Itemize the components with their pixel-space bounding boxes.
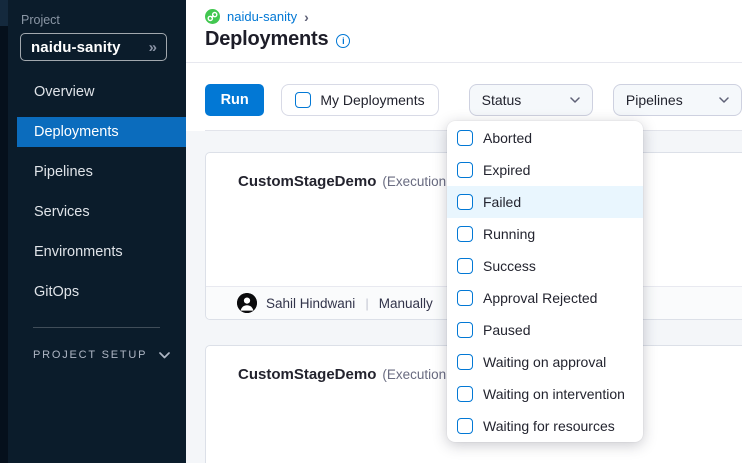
info-icon[interactable]: i xyxy=(336,34,351,48)
run-button[interactable]: Run xyxy=(205,84,265,116)
menu-item-label: Failed xyxy=(483,194,522,210)
chevron-down-icon xyxy=(719,97,729,103)
checkbox-icon[interactable] xyxy=(457,290,473,306)
sidebar-item-overview[interactable]: Overview xyxy=(0,77,186,107)
menu-item-failed[interactable]: Failed xyxy=(447,186,643,218)
checkbox-icon[interactable] xyxy=(457,322,473,338)
sidebar-item-deployments[interactable]: Deployments xyxy=(17,117,186,147)
menu-item-label: Expired xyxy=(483,162,531,178)
footer-divider: | xyxy=(365,295,369,311)
sidebar-item-label: Overview xyxy=(34,84,95,100)
checkbox-icon[interactable] xyxy=(457,130,473,146)
double-chevron-right-icon[interactable]: » xyxy=(148,38,157,56)
checkbox-icon[interactable] xyxy=(295,92,312,108)
page-header: naidu-sanity › Deployments i xyxy=(186,0,742,63)
my-deployments-label: My Deployments xyxy=(320,92,425,108)
project-name: naidu-sanity xyxy=(31,38,121,56)
module-nav-strip xyxy=(0,0,8,463)
sidebar-item-label: GitOps xyxy=(34,284,80,300)
checkbox-icon[interactable] xyxy=(457,386,473,402)
menu-item-label: Waiting on approval xyxy=(483,354,607,370)
menu-item-paused[interactable]: Paused xyxy=(447,314,643,346)
menu-item-success[interactable]: Success xyxy=(447,250,643,282)
menu-item-waiting-on-intervention[interactable]: Waiting on intervention xyxy=(447,378,643,410)
sidebar-nav: Overview Deployments Pipelines Services … xyxy=(0,77,186,317)
sidebar-item-label: Pipelines xyxy=(34,164,93,180)
menu-item-running[interactable]: Running xyxy=(447,218,643,250)
pipeline-name[interactable]: CustomStageDemo xyxy=(238,173,377,190)
menu-item-label: Approval Rejected xyxy=(483,290,598,306)
menu-item-expired[interactable]: Expired xyxy=(447,154,643,186)
checkbox-icon[interactable] xyxy=(457,354,473,370)
sidebar-item-pipelines[interactable]: Pipelines xyxy=(0,157,186,187)
sidebar-divider xyxy=(33,327,160,328)
menu-item-label: Aborted xyxy=(483,130,533,146)
menu-item-waiting-on-approval[interactable]: Waiting on approval xyxy=(447,346,643,378)
checkbox-icon[interactable] xyxy=(457,258,473,274)
menu-item-label: Running xyxy=(483,226,536,242)
project-sidebar: Project naidu-sanity » Overview Deployme… xyxy=(0,0,186,463)
menu-item-waiting-for-resources[interactable]: Waiting for resources xyxy=(447,410,643,442)
sidebar-item-label: Deployments xyxy=(34,124,119,140)
trigger-type: Manually xyxy=(378,295,433,311)
status-filter-label: Status xyxy=(481,92,522,108)
sidebar-item-gitops[interactable]: GitOps xyxy=(0,277,186,307)
checkbox-icon[interactable] xyxy=(457,194,473,210)
checkbox-icon[interactable] xyxy=(457,226,473,242)
chevron-down-icon xyxy=(159,351,171,358)
breadcrumb-project-link[interactable]: naidu-sanity xyxy=(227,9,298,24)
pipelines-filter-dropdown[interactable]: Pipelines xyxy=(612,84,742,116)
title-row: Deployments i xyxy=(205,28,351,51)
sidebar-item-label: Environments xyxy=(34,244,123,260)
project-label: Project xyxy=(21,13,60,27)
menu-item-aborted[interactable]: Aborted xyxy=(447,122,643,154)
page-title: Deployments xyxy=(205,28,329,50)
checkbox-icon[interactable] xyxy=(457,162,473,178)
menu-item-label: Waiting for resources xyxy=(483,418,615,434)
active-module-indicator xyxy=(0,0,8,26)
chevron-right-icon: › xyxy=(304,8,309,25)
sidebar-item-environments[interactable]: Environments xyxy=(0,237,186,267)
project-selector[interactable]: naidu-sanity » xyxy=(20,33,167,61)
execution-card-title-row: CustomStageDemo (Execution Id xyxy=(206,153,742,190)
toolbar: Run My Deployments Status Pipelines xyxy=(186,63,742,131)
execution-id-note: (Execution Id xyxy=(382,174,462,189)
menu-item-label: Success xyxy=(483,258,536,274)
menu-item-label: Waiting on intervention xyxy=(483,386,625,402)
user-avatar-icon xyxy=(237,293,257,313)
execution-card-title-row: CustomStageDemo (Execution Id xyxy=(206,346,742,383)
execution-id-note: (Execution Id xyxy=(382,367,462,382)
menu-item-label: Paused xyxy=(483,322,531,338)
project-setup-label: PROJECT SETUP xyxy=(33,349,148,361)
triggered-by-user: Sahil Hindwani xyxy=(266,295,356,311)
project-icon xyxy=(205,9,220,24)
pipelines-filter-label: Pipelines xyxy=(625,92,683,108)
status-filter-menu: Aborted Expired Failed Running Success A… xyxy=(447,121,643,442)
project-setup-toggle[interactable]: PROJECT SETUP xyxy=(33,349,171,361)
checkbox-icon[interactable] xyxy=(457,418,473,434)
chevron-down-icon xyxy=(570,97,580,103)
menu-item-approval-rejected[interactable]: Approval Rejected xyxy=(447,282,643,314)
sidebar-item-label: Services xyxy=(34,204,90,220)
my-deployments-toggle[interactable]: My Deployments xyxy=(281,84,439,116)
sidebar-item-services[interactable]: Services xyxy=(0,197,186,227)
breadcrumb: naidu-sanity › xyxy=(205,9,309,24)
status-filter-dropdown[interactable]: Status xyxy=(468,84,593,116)
pipeline-name[interactable]: CustomStageDemo xyxy=(238,366,377,383)
